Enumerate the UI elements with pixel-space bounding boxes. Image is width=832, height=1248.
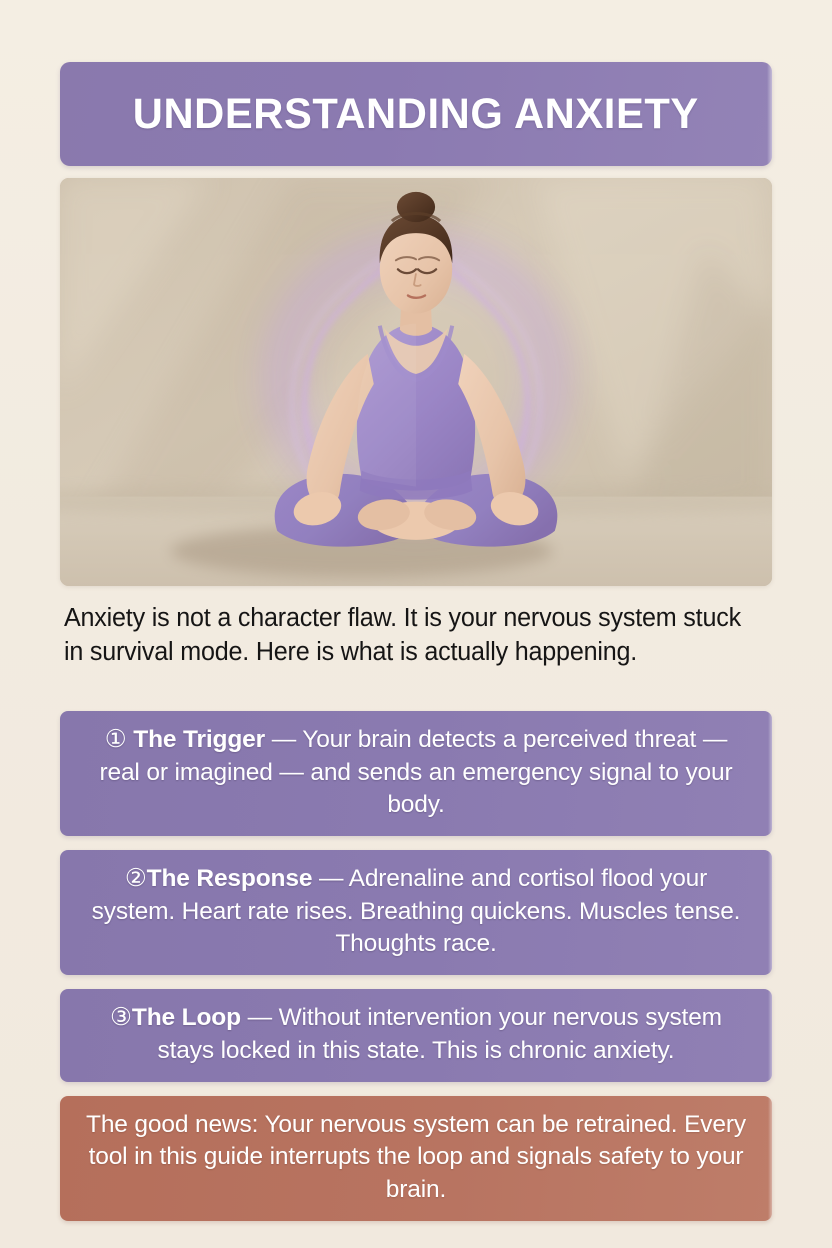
step-card-2: ②The Response — Adrenaline and cortisol … bbox=[60, 850, 772, 976]
conclusion-text: The good news: Your nervous system can b… bbox=[86, 1110, 746, 1203]
step-body-2: — Adrenaline and cortisol flood your sys… bbox=[91, 865, 741, 957]
steps-list: ① The Trigger — Your brain detects a per… bbox=[60, 711, 772, 1221]
conclusion-card: The good news: Your nervous system can b… bbox=[60, 1095, 772, 1221]
hero-image bbox=[60, 178, 772, 586]
step-number-2: ② bbox=[124, 865, 147, 893]
step-card-3: ③The Loop — Without intervention your ne… bbox=[60, 989, 772, 1082]
step-body-1: — Your brain detects a perceived threat … bbox=[99, 726, 733, 818]
page-title: UNDERSTANDING ANXIETY bbox=[132, 89, 700, 138]
title-banner: UNDERSTANDING ANXIETY bbox=[60, 62, 772, 166]
meditating-woman-illustration bbox=[60, 178, 772, 586]
intro-paragraph: Anxiety is not a character flaw. It is y… bbox=[63, 604, 741, 666]
step-number-1: ① bbox=[104, 726, 127, 754]
step-term-3: The Loop bbox=[131, 1004, 241, 1032]
step-card-1: ① The Trigger — Your brain detects a per… bbox=[60, 711, 772, 837]
step-term-1: The Trigger bbox=[133, 726, 266, 754]
step-number-3: ③ bbox=[110, 1004, 132, 1032]
step-term-2: The Response bbox=[146, 865, 313, 893]
step-body-3: — Without intervention your nervous syst… bbox=[157, 1004, 723, 1064]
